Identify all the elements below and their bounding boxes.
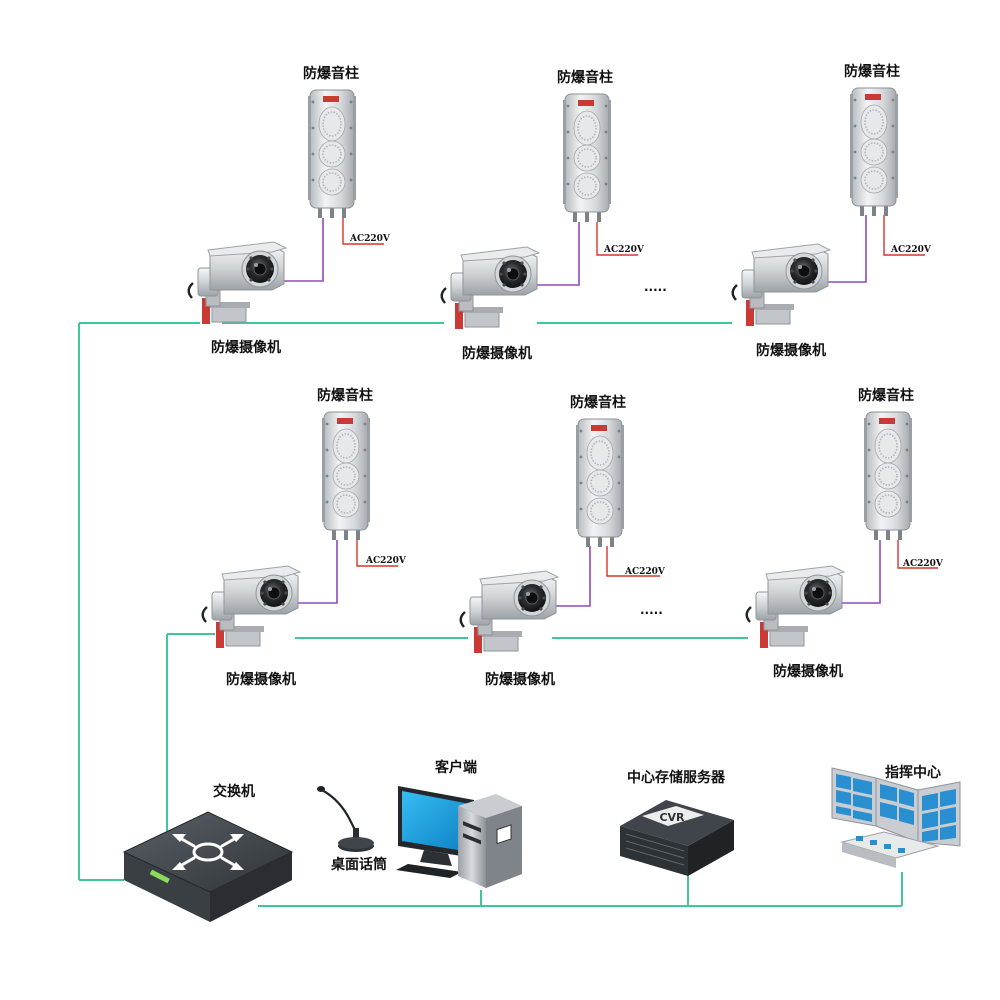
more-devices-ellipsis: ····· xyxy=(640,606,663,620)
speaker-label: 防爆音柱 xyxy=(858,387,914,404)
power-line-r2b xyxy=(606,546,660,577)
power-line-r2c xyxy=(897,540,938,569)
speaker-label: 防爆音柱 xyxy=(557,69,613,86)
power-label: AC220V xyxy=(624,567,666,577)
power-line-r2a xyxy=(356,540,398,567)
camera-label: 防爆摄像机 xyxy=(756,342,826,359)
camera-label: 防爆摄像机 xyxy=(485,671,555,688)
client-label: 客户端 xyxy=(434,759,477,776)
explosion-proof-camera-icon xyxy=(459,569,560,655)
speaker-column-icon xyxy=(863,411,913,541)
client-computer-icon xyxy=(396,786,522,888)
speaker-column-icon xyxy=(321,411,371,541)
microphone-label: 桌面话筒 xyxy=(331,856,387,873)
switch-label: 交换机 xyxy=(213,783,255,800)
more-devices-ellipsis: ····· xyxy=(644,283,667,297)
explosion-proof-camera-icon xyxy=(745,564,846,650)
speaker-label: 防爆音柱 xyxy=(317,387,373,404)
power-lines xyxy=(342,215,938,577)
speaker-column-icon xyxy=(849,87,899,217)
desktop-microphone-icon xyxy=(317,786,374,852)
speaker-label: 防爆音柱 xyxy=(570,394,626,411)
audio-line-r2c xyxy=(831,540,881,604)
power-label: AC220V xyxy=(365,556,407,566)
power-line-r1a xyxy=(342,218,384,245)
audio-line-r1a xyxy=(276,218,324,282)
network-switch-icon xyxy=(122,811,294,922)
camera-label: 防爆摄像机 xyxy=(211,339,281,356)
power-line-r1c xyxy=(883,215,925,256)
camera-label: 防爆摄像机 xyxy=(462,345,532,362)
speaker-column-icon xyxy=(575,418,625,548)
audio-lines xyxy=(276,215,881,607)
power-label: AC220V xyxy=(890,245,932,255)
audio-line-r1c xyxy=(818,215,867,283)
cvr-storage-server-icon xyxy=(620,800,734,876)
camera-label: 防爆摄像机 xyxy=(226,671,296,688)
network-lines xyxy=(78,322,903,907)
speaker-column-icon xyxy=(562,93,612,223)
speaker-label: 防爆音柱 xyxy=(303,65,359,82)
explosion-proof-camera-icon xyxy=(187,240,288,326)
command-center-video-wall-icon xyxy=(831,767,961,868)
cvr-badge: CVR xyxy=(659,811,685,824)
explosion-proof-camera-icon xyxy=(201,564,302,650)
power-label: AC220V xyxy=(603,245,645,255)
camera-label: 防爆摄像机 xyxy=(773,663,843,680)
command-center-label: 指挥中心 xyxy=(885,764,941,781)
power-line-r1b xyxy=(596,222,638,256)
audio-line-r2b xyxy=(544,546,591,607)
power-label: AC220V xyxy=(349,234,391,244)
audio-line-r2a xyxy=(290,540,338,604)
speaker-column-icon xyxy=(307,89,357,219)
speaker-label: 防爆音柱 xyxy=(844,63,900,80)
explosion-proof-camera-icon xyxy=(440,245,541,331)
explosion-proof-camera-icon xyxy=(731,242,832,328)
storage-label: 中心存储服务器 xyxy=(627,769,726,786)
power-label: AC220V xyxy=(902,559,944,569)
audio-line-r1b xyxy=(528,222,580,286)
